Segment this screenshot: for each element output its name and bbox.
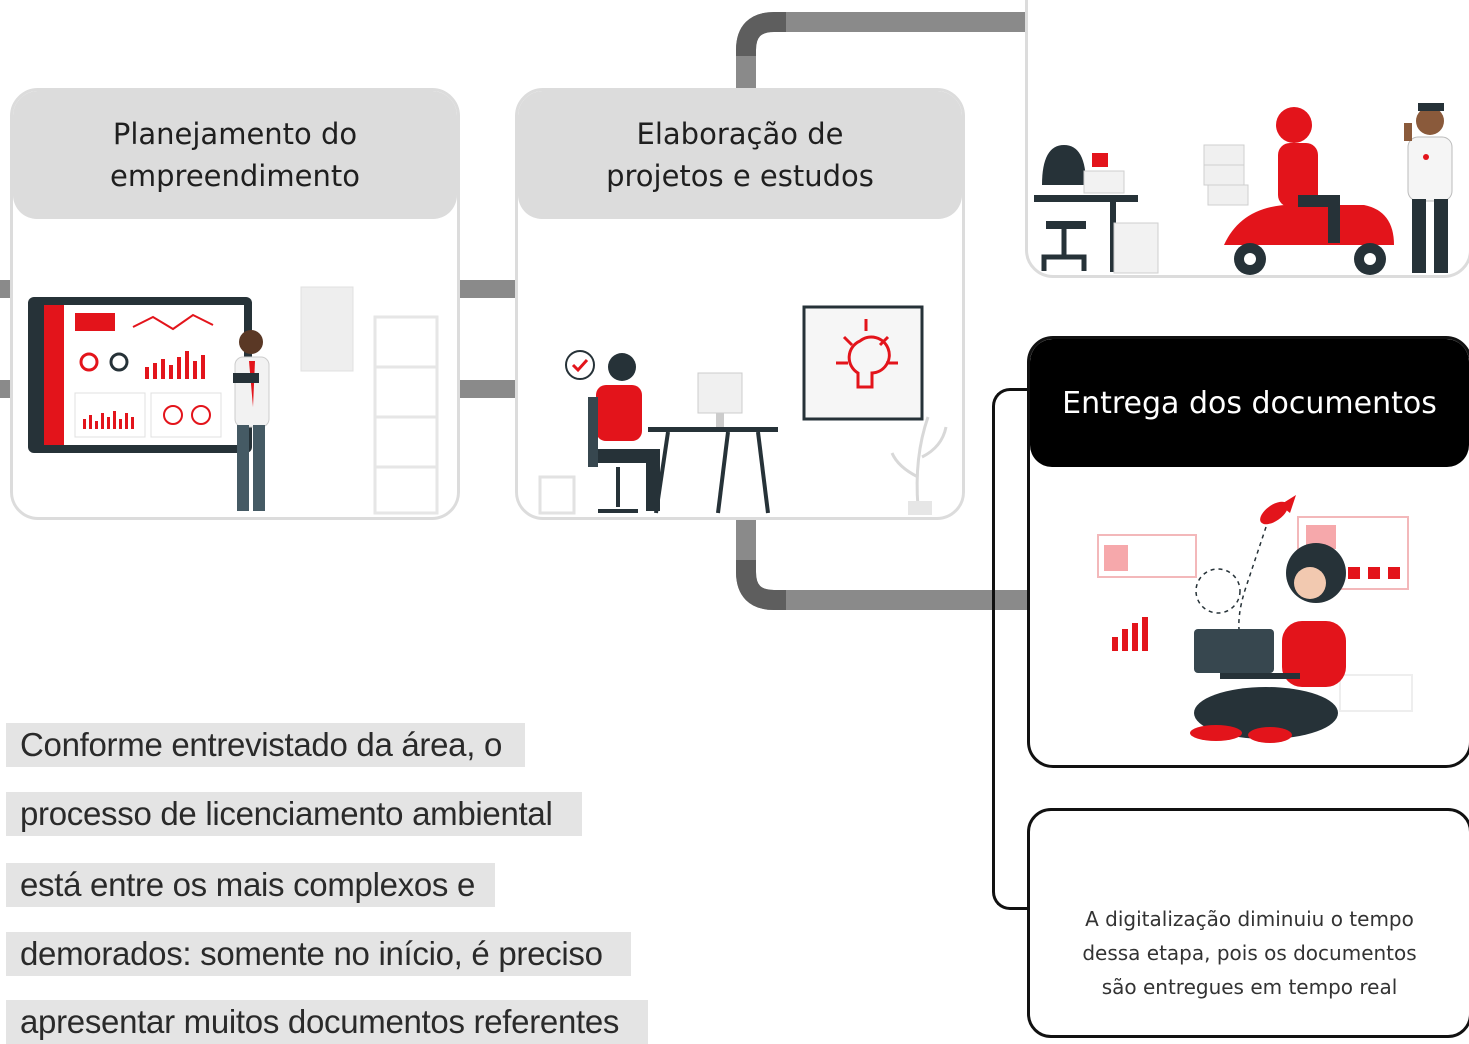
step-card-projects: Elaboração de projetos e estudos bbox=[515, 88, 965, 520]
laptop-woman-illustration bbox=[1097, 495, 1413, 743]
quote-line-5: apresentar muitos documentos referentes bbox=[6, 1000, 648, 1044]
note-text: A digitalização diminuiu o tempo dessa e… bbox=[1082, 907, 1417, 999]
pipe-mid-top bbox=[458, 280, 516, 298]
step-card-delivery: Entrega dos documentos bbox=[1027, 336, 1469, 768]
step-title-planning: Planejamento do empreendimento bbox=[13, 91, 457, 219]
note-card: A digitalização diminuiu o tempo dessa e… bbox=[1027, 808, 1469, 1038]
group-bracket bbox=[992, 388, 1031, 910]
step-title-delivery: Entrega dos documentos bbox=[1030, 339, 1469, 467]
pipe-elbow-bottom bbox=[736, 520, 1028, 610]
step-card-planning: Planejamento do empreendimento bbox=[10, 88, 460, 520]
quote-line-1: Conforme entrevistado da área, o bbox=[6, 723, 525, 767]
courier-illustration bbox=[1034, 103, 1453, 275]
dashboard-illustration bbox=[28, 286, 439, 515]
pipe-elbow-top bbox=[736, 12, 1028, 92]
quote-line-2: processo de licenciamento ambiental bbox=[6, 792, 582, 836]
quote-line-3: está entre os mais complexos e bbox=[6, 863, 495, 907]
step-title-projects: Elaboração de projetos e estudos bbox=[518, 91, 962, 219]
designer-illustration bbox=[538, 305, 948, 515]
pipe-mid-bottom bbox=[458, 380, 516, 398]
quote-line-4: demorados: somente no início, é preciso bbox=[6, 932, 631, 976]
step-card-delivery-courier bbox=[1025, 0, 1469, 278]
